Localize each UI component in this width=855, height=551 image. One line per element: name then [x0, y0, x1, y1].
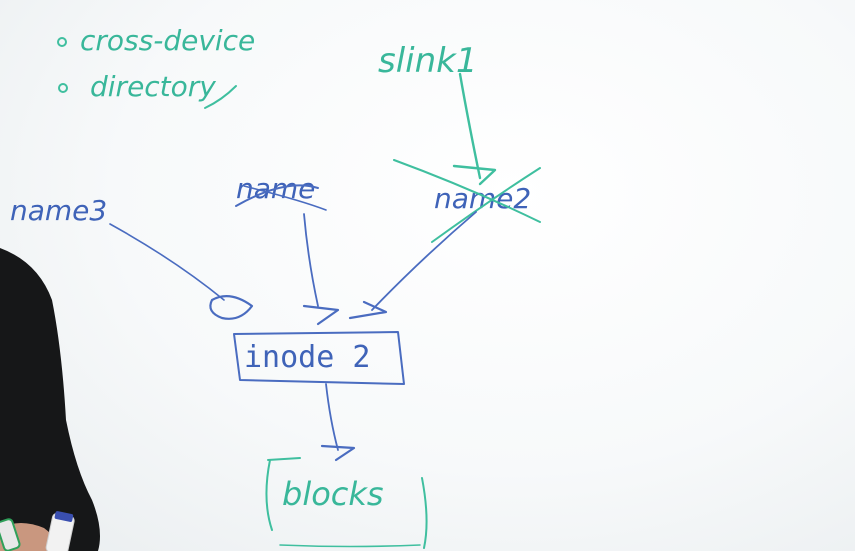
inode-label: inode 2	[244, 340, 370, 375]
arrow-left-head	[209, 295, 254, 320]
arrow-right-head	[348, 300, 388, 320]
notes-list: cross-device directory	[57, 24, 255, 109]
blocks-label: blocks	[282, 475, 384, 513]
arrow-middle-line	[303, 213, 319, 307]
blocks-left-edge	[265, 459, 273, 531]
marker-blue-cap	[54, 511, 74, 522]
blocks-top-edge	[267, 457, 301, 461]
arrow-right-line	[371, 211, 477, 311]
name-middle-strike-1	[235, 184, 319, 207]
marker-green	[0, 518, 21, 551]
arrow-blocks-head	[320, 444, 356, 462]
presenter-shirt	[0, 248, 100, 551]
blocks-bottom-edge	[279, 544, 421, 548]
bullet-dot	[58, 83, 68, 93]
note-underline	[204, 85, 237, 109]
note-cross-device: cross-device	[80, 24, 255, 57]
arrow-middle-head	[302, 304, 340, 326]
symlink-arrow-line	[458, 72, 482, 180]
name-middle-strike-2	[243, 185, 327, 211]
inode-box	[233, 331, 405, 385]
note-directory: directory	[90, 70, 216, 103]
arrow-left-line	[109, 223, 225, 301]
arrow-blocks-line	[325, 383, 339, 451]
name-right-cross-2	[431, 167, 541, 243]
blocks-right-edge	[421, 477, 428, 549]
bullet-dot	[57, 37, 67, 47]
name-left: name3	[10, 194, 107, 227]
symlink-arrow-head	[452, 164, 497, 186]
symlink-label: slink1	[378, 41, 477, 81]
name-right-cross-1	[393, 159, 541, 223]
presenter	[0, 248, 100, 551]
